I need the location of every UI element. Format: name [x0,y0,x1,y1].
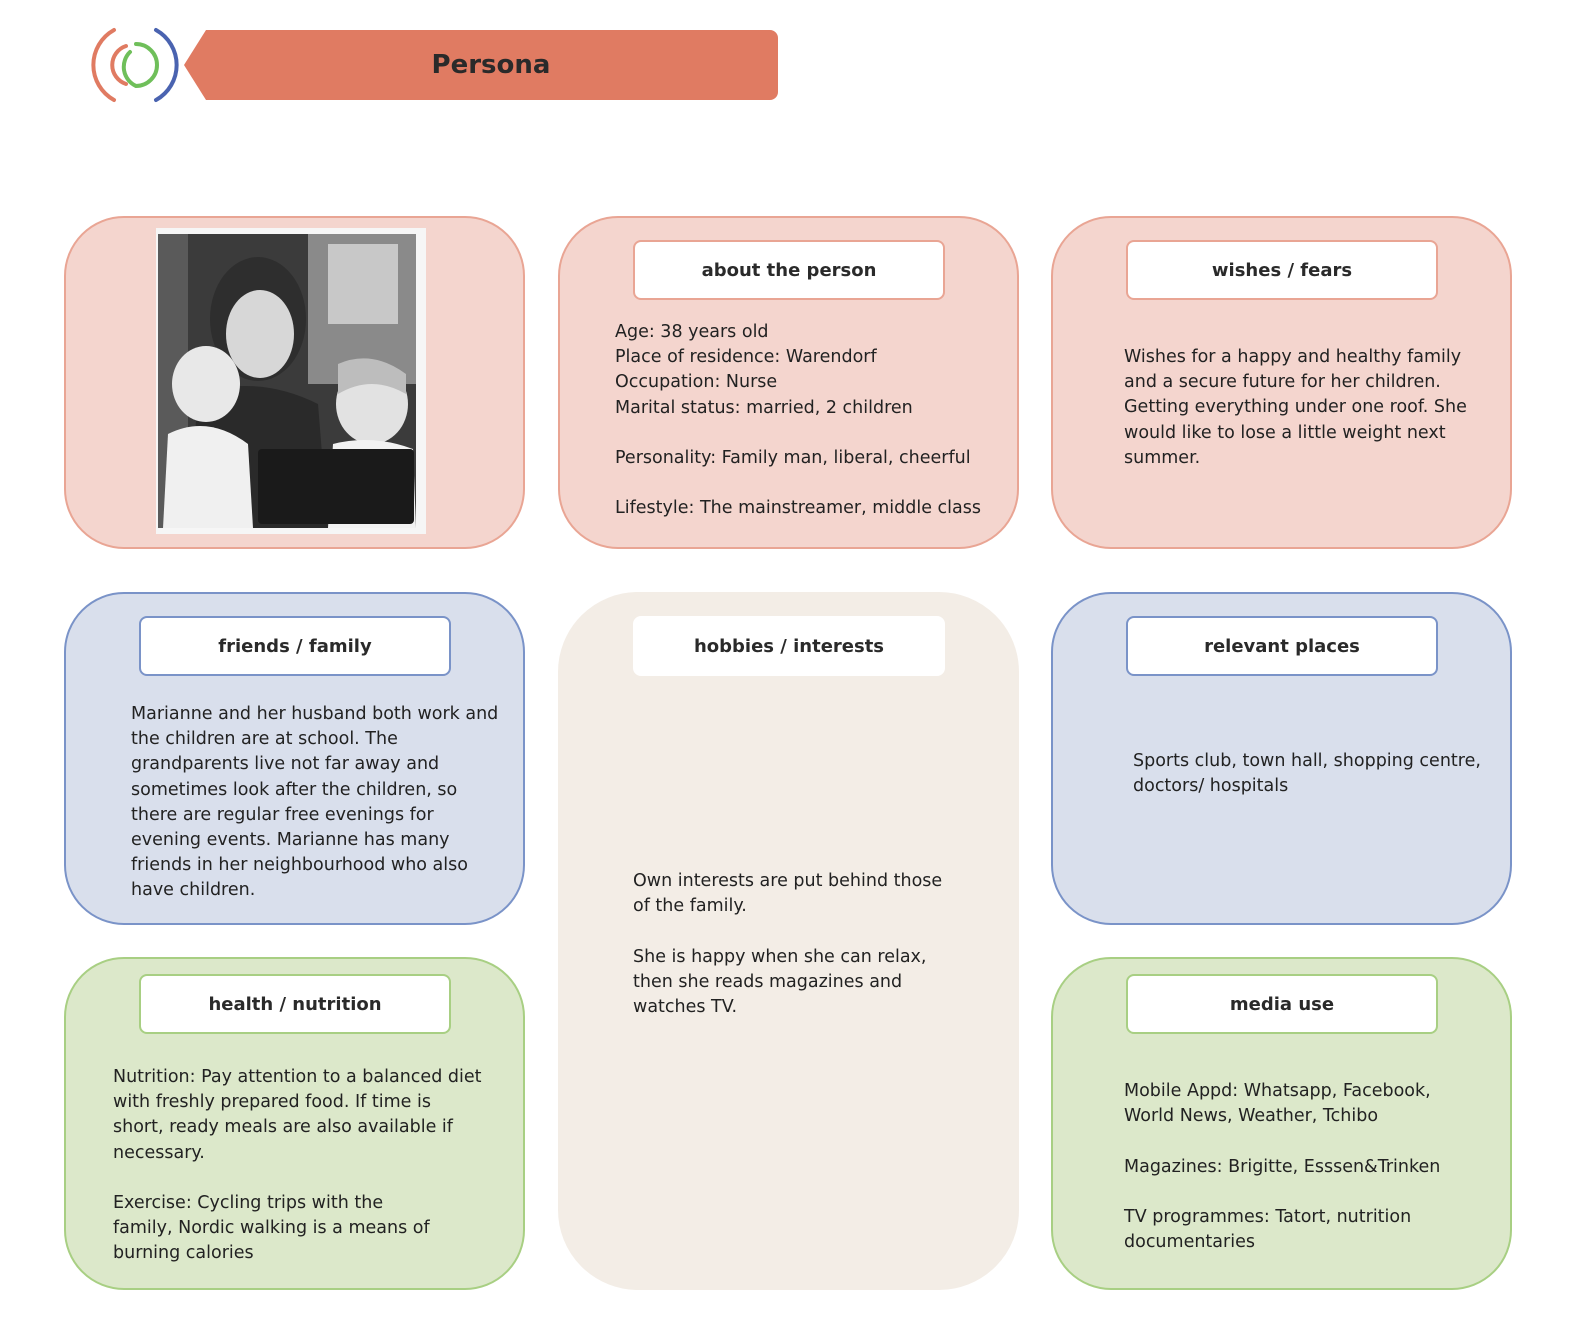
media-card: media use Mobile Appd: Whatsapp, Faceboo… [1051,957,1512,1290]
about-age: Age: 38 years old [615,322,769,342]
title-banner: Persona [184,30,778,100]
hobbies-text: Own interests are put behind those of th… [633,869,963,1020]
places-heading: relevant places [1126,616,1438,676]
about-heading: about the person [633,240,945,300]
about-text: Age: 38 years old Place of residence: Wa… [615,320,1005,522]
about-lifestyle: Lifestyle: The mainstreamer, middle clas… [615,498,981,519]
wishes-card: wishes / fears Wishes for a happy and he… [1051,216,1512,549]
media-apps: Mobile Appd: Whatsapp, Facebook, World N… [1124,1081,1431,1127]
media-tv: TV programmes: Tatort, nutrition documen… [1124,1206,1412,1253]
logo-icon [86,22,180,108]
about-personality: Personality: Family man, liberal, cheerf… [615,448,971,468]
hobbies-heading: hobbies / interests [633,616,945,676]
friends-heading: friends / family [139,616,451,676]
places-text: Sports club, town hall, shopping centre,… [1133,751,1481,797]
health-exercise: Exercise: Cycling trips with the family,… [113,1193,430,1264]
about-occupation: Occupation: Nurse [615,372,778,393]
places-card: relevant places Sports club, town hall, … [1051,592,1512,925]
hobbies-text-1: Own interests are put behind those of th… [633,871,943,917]
media-heading: media use [1126,974,1438,1034]
photo-card [64,216,525,549]
about-card: about the person Age: 38 years old Place… [558,216,1019,549]
wishes-heading: wishes / fears [1126,240,1438,300]
health-card: health / nutrition Nutrition: Pay attent… [64,957,525,1290]
hobbies-card: hobbies / interests Own interests are pu… [558,592,1019,1290]
media-magazines: Magazines: Brigitte, Esssen&Trinken [1124,1156,1441,1177]
media-text: Mobile Appd: Whatsapp, Facebook, World N… [1124,1079,1474,1255]
about-marital: Marital status: married, 2 children [615,397,913,418]
friends-text: Marianne and her husband both work and t… [131,704,499,901]
about-residence: Place of residence: Warendorf [615,347,877,368]
health-nutrition: Nutrition: Pay attention to a balanced d… [113,1067,482,1163]
health-text: Nutrition: Pay attention to a balanced d… [113,1065,483,1267]
wishes-text: Wishes for a happy and healthy family an… [1124,347,1467,468]
hobbies-text-2: She is happy when she can relax, then sh… [633,946,927,1017]
friends-card: friends / family Marianne and her husban… [64,592,525,925]
persona-photo [156,228,426,534]
page-title: Persona [431,50,551,80]
health-heading: health / nutrition [139,974,451,1034]
